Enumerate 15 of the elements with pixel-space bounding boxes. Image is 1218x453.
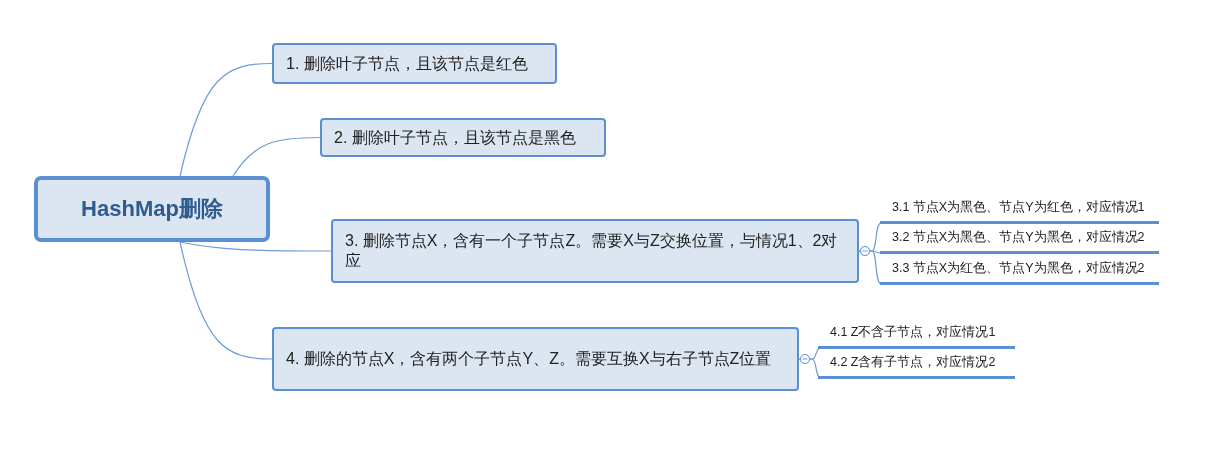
connector-line <box>179 62 273 177</box>
subtopic-item: 4.2 Z含有子节点，对应情况2 <box>818 348 1015 379</box>
topic-box: 2. 删除叶子节点，且该节点是黑色 <box>320 118 606 157</box>
subtopic-item: 4.1 Z不含子节点，对应情况1 <box>818 318 1015 349</box>
connector-line <box>179 241 332 252</box>
central-topic-box: HashMap删除 <box>34 176 270 242</box>
topic-box: 3. 删除节点X，含有一个子节点Z。需要X与Z交换位置，与情况1、2对应 <box>331 219 859 283</box>
connector-line <box>232 136 321 177</box>
connector-line <box>858 246 882 285</box>
topic-box: 1. 删除叶子节点，且该节点是红色 <box>272 43 557 84</box>
subtopic-item: 3.1 节点X为黑色、节点Y为红色，对应情况1 <box>880 193 1159 224</box>
subtopic-item: 3.3 节点X为红色、节点Y为黑色，对应情况2 <box>880 254 1159 285</box>
connector-line <box>179 241 273 360</box>
topic-box: 4. 删除的节点X，含有两个子节点Y、Z。需要互换X与右子节点Z位置 <box>272 327 799 391</box>
subtopic-item: 3.2 节点X为黑色、节点Y为黑色，对应情况2 <box>880 223 1159 254</box>
